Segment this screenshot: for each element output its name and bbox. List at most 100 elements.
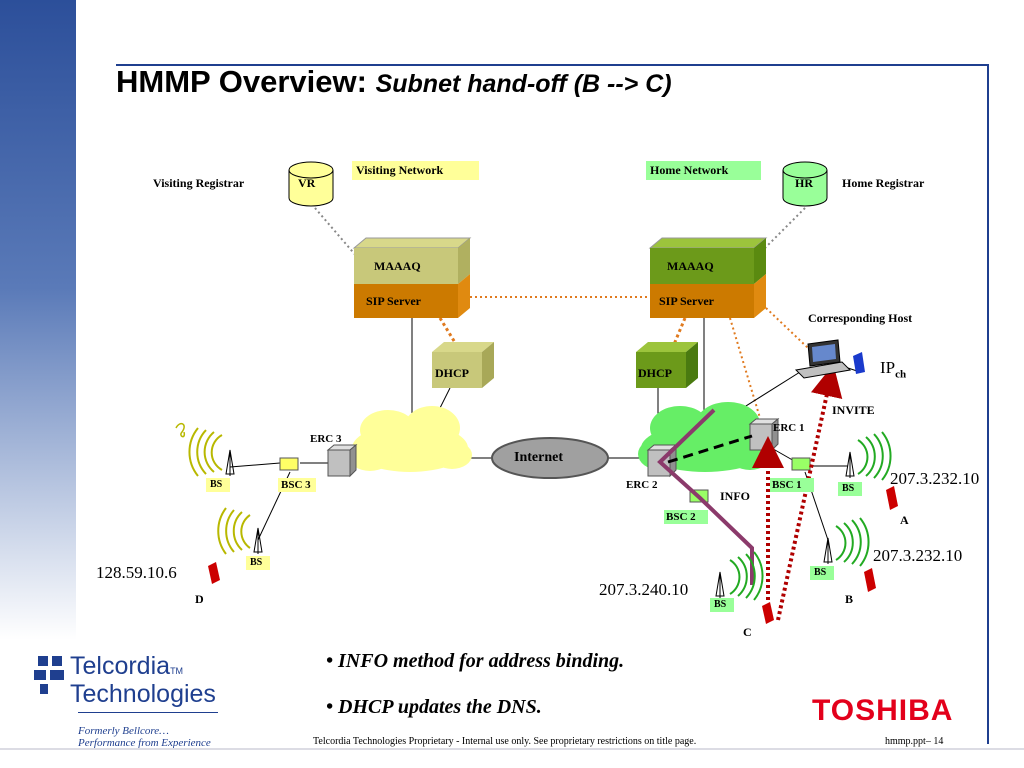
node-c-label: C (743, 625, 752, 639)
bsc3-label-bg (278, 478, 316, 492)
bsc3-label: BSC 3 (281, 479, 311, 491)
ip-ch-label: IPch (880, 358, 906, 380)
phone-b-icon (864, 568, 876, 592)
bs-label-top-left: BS (210, 479, 223, 490)
address-d: 128.59.10.6 (96, 563, 177, 582)
home-registrar-label: Home Registrar (842, 176, 925, 190)
visiting-cloud-icon (348, 406, 472, 472)
bs-label-a: BS (842, 483, 855, 494)
bs-label-bg-1 (206, 478, 230, 492)
bullet-1: • INFO method for address binding. (326, 650, 625, 672)
right-rule (987, 64, 989, 744)
bs-label-bg-2 (246, 556, 270, 570)
info-label: INFO (720, 489, 750, 503)
bs-waves-a-icon (857, 431, 892, 481)
erc-tunnel-dashed (667, 434, 753, 464)
sidebar-gradient (0, 0, 76, 640)
internet-ellipse (491, 437, 609, 479)
right-server-stack (648, 237, 768, 318)
telcordia-word: Telcordia (70, 652, 171, 680)
node-d-label: D (195, 592, 204, 606)
telcordia-tm: TM (170, 666, 184, 676)
formerly-text: Formerly Bellcore… (78, 725, 169, 737)
erc3-label: ERC 3 (310, 433, 342, 445)
bs-tower-bottom-left-icon (253, 527, 263, 554)
vr-maaaq-dotted (314, 207, 359, 259)
handoff-path (657, 408, 754, 585)
bs-tower-c-icon (715, 571, 725, 598)
bs-label-c: BS (714, 599, 727, 610)
left-sip-server-label: SIP Server (366, 294, 421, 308)
corresponding-host-label: Corresponding Host (808, 311, 913, 325)
footer-proprietary: Telcordia Technologies Proprietary - Int… (313, 736, 697, 747)
bs-label-bg-b (810, 566, 834, 580)
title-rule (116, 64, 988, 66)
node-a-label: A (900, 513, 909, 527)
bsc2-label-bg (664, 510, 708, 524)
bs-label-bg-c (710, 598, 734, 612)
bullet-2: • DHCP updates the DNS. (326, 696, 542, 718)
bullet-1-text: INFO method for address binding. (338, 650, 625, 672)
bs-waves-c-icon (729, 551, 764, 601)
home-network-label: Home Network (646, 161, 761, 180)
address-b: 207.3.232.10 (873, 546, 963, 565)
toshiba-logo: TOSHIBA (812, 694, 954, 727)
right-sip-host (765, 307, 809, 349)
phone-d-icon (208, 562, 220, 584)
phone-a-icon (886, 486, 898, 510)
left-server-stack (352, 237, 472, 318)
bs-tower-top-left-icon (225, 449, 235, 476)
slide-title: HMMP Overview: Subnet hand-off (B --> C) (116, 64, 672, 100)
hr-label: HR (795, 176, 813, 190)
phone-c-icon (762, 602, 774, 624)
telcordia-rule (78, 712, 218, 713)
telcordia-name-2: Technologies (70, 680, 216, 708)
vr-database-icon (288, 161, 334, 207)
left-maaaq-label: MAAAQ (374, 259, 421, 273)
invite-label: INVITE (832, 403, 875, 417)
left-dhcp-box-icon (432, 342, 494, 388)
hr-database-icon (782, 161, 828, 207)
visiting-registrar-label: Visiting Registrar (153, 176, 245, 190)
bs-waves-b-icon (835, 517, 870, 567)
title-sub: Subnet hand-off (B --> C) (375, 70, 672, 98)
vr-label: VR (298, 176, 316, 190)
footer-page-number: hmmp.ppt– 14 (885, 736, 944, 747)
bs-waves-bottom-left-icon (217, 507, 251, 555)
right-dhcp-box-icon (636, 342, 698, 388)
erc2-label: ERC 2 (626, 479, 658, 491)
antenna-swirl-icon (175, 422, 186, 438)
bsc1-label: BSC 1 (772, 479, 802, 491)
left-sip-dhcp (438, 317, 464, 355)
address-a: 207.3.232.10 (890, 469, 980, 488)
left-dhcp-label: DHCP (435, 366, 469, 380)
bsc1-label-bg (770, 478, 814, 492)
ip-base: IP (880, 358, 896, 377)
bsc3-bs-top (229, 462, 281, 468)
bs-tower-a-icon (845, 451, 855, 478)
bs-label-bottom-left: BS (250, 557, 263, 568)
bs-label-b: BS (814, 567, 827, 578)
address-c: 207.3.240.10 (599, 580, 689, 599)
bs-waves-top-left-icon (188, 427, 223, 477)
ip-sub: ch (895, 368, 907, 381)
right-dhcp-label: DHCP (638, 366, 672, 380)
internet-label: Internet (514, 450, 563, 465)
title-main: HMMP Overview: (116, 64, 367, 99)
hr-maaaq-dotted (754, 207, 806, 259)
right-sip-server-label: SIP Server (659, 294, 714, 308)
bottom-rule (0, 748, 1024, 750)
visiting-network-label: Visiting Network (352, 161, 479, 180)
erc1-label: ERC 1 (773, 422, 805, 434)
performance-text: Performance from Experience (78, 737, 211, 749)
bs-tower-b-icon (823, 537, 833, 564)
right-maaaq-label: MAAAQ (667, 259, 714, 273)
bsc1-box-icon (791, 457, 811, 471)
bullet-2-text: DHCP updates the DNS. (338, 696, 542, 718)
bsc2-label: BSC 2 (666, 511, 696, 523)
invite-arrow (776, 364, 843, 621)
laptop-icon (794, 339, 852, 379)
node-b-label: B (845, 592, 854, 606)
telcordia-logo-icon (34, 656, 64, 694)
